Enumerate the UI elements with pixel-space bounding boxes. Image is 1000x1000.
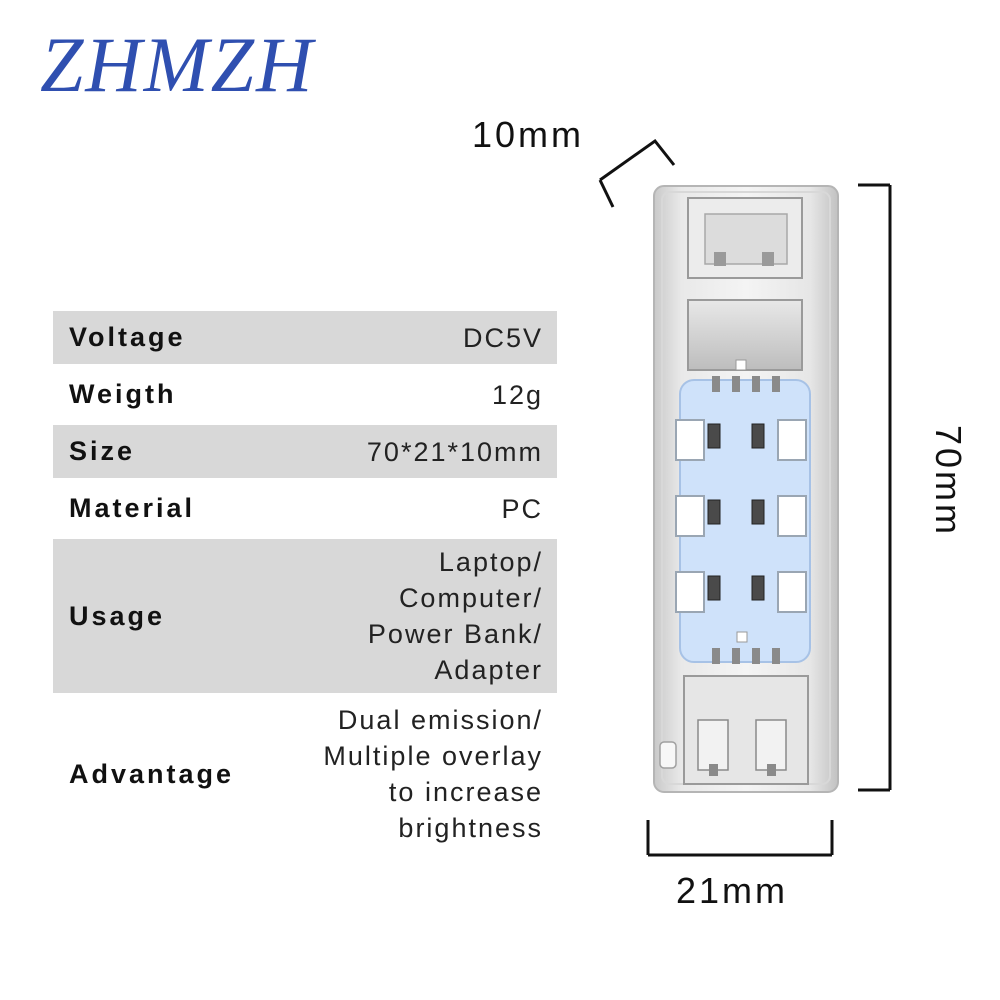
- spec-row-advantage: Advantage Dual emission/Multiple overlay…: [53, 697, 557, 851]
- spec-row-weight: Weigth 12g: [53, 368, 557, 421]
- width-label: 21mm: [676, 870, 789, 911]
- spec-label: Voltage: [69, 322, 186, 352]
- spec-row-usage: Usage Laptop/Computer/Power Bank/Adapter: [53, 539, 557, 693]
- spec-label: Usage: [69, 600, 166, 631]
- led-chips: [675, 419, 807, 613]
- spec-value: PC: [501, 493, 543, 524]
- spec-label: Advantage: [69, 758, 235, 789]
- spec-value: 12g: [491, 379, 543, 410]
- thickness-label: 10mm: [472, 114, 585, 155]
- thickness-bracket: [598, 138, 676, 208]
- length-label: 70mm: [928, 424, 969, 538]
- usb-light-body: [653, 185, 839, 793]
- spec-row-size: Size 70*21*10mm: [53, 425, 557, 478]
- length-bracket: [858, 183, 892, 792]
- spec-label: Size: [69, 436, 136, 466]
- brand-logo: ZHMZH: [40, 21, 315, 108]
- spec-label: Weigth: [69, 379, 177, 409]
- spec-value: 70*21*10mm: [366, 436, 543, 467]
- spec-value: DC5V: [462, 322, 543, 353]
- spec-label: Material: [69, 493, 196, 523]
- spec-value: Laptop/Computer/Power Bank/Adapter: [367, 547, 543, 685]
- spec-table: Voltage DC5V Weigth 12g Size 70*21*10mm …: [53, 311, 557, 855]
- width-bracket: [646, 820, 834, 857]
- spec-row-voltage: Voltage DC5V: [53, 311, 557, 364]
- spec-row-material: Material PC: [53, 482, 557, 535]
